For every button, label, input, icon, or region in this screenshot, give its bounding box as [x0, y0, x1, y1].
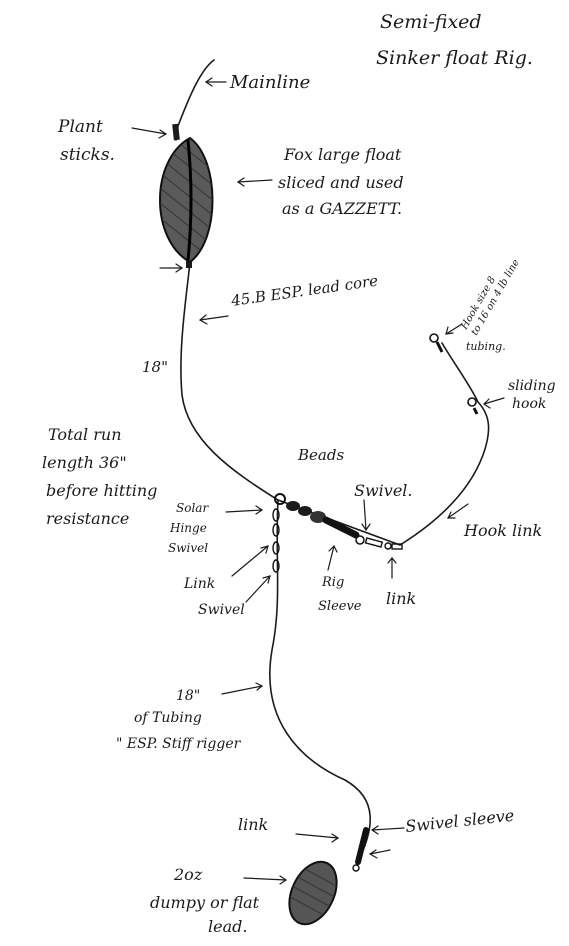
tubing-18-label: 18" of Tubing " ESP. Stiff rigger [116, 688, 242, 752]
link-left-label: Link [183, 576, 215, 592]
hook-icon [430, 334, 442, 352]
float-icon [150, 120, 225, 270]
link-mid-label: link [386, 589, 416, 608]
lead-core-label: 45.B ESP. lead core [229, 272, 379, 311]
hook-link-label: Hook link [463, 521, 542, 540]
float-label: Fox large float sliced and used as a GAZ… [278, 145, 409, 218]
link-bottom-label: link [238, 815, 268, 834]
bottom-swivel-sleeve [353, 830, 366, 871]
link-swivel-chain [273, 509, 279, 572]
mainline [176, 60, 214, 140]
hook-link-line [400, 343, 489, 545]
plant-stick-label: Plant sticks. [57, 117, 115, 165]
mainline-label: Mainline [229, 72, 310, 93]
lead-weight-icon [280, 854, 346, 932]
sliding-hook-label: sliding hook [508, 378, 560, 412]
total-run-label: Total run length 36" before hitting resi… [42, 425, 163, 528]
solar-swivel-label: Solar Hinge Swivel [168, 501, 212, 555]
swivel-top-label: Swivel. [354, 481, 412, 500]
weight-label: 2oz dumpy or flat lead. [150, 865, 264, 936]
swivel-left-label: Swivel [198, 602, 245, 618]
main-line-lower [270, 500, 370, 858]
swivel-sleeve-label: Swivel sleeve [404, 806, 515, 836]
title: Semi-fixed Sinker float Rig. [376, 11, 533, 69]
sliding-hook-icon [468, 398, 477, 414]
length-18-top-label: 18" [142, 358, 168, 376]
tubing-top-label: tubing. [466, 340, 506, 353]
beads-label: Beads [297, 446, 344, 464]
rig-sleeve-label: Rig Sleeve [318, 575, 362, 614]
hook-size-label: Hook size 8 to 16 on 4 lb line [459, 252, 522, 339]
